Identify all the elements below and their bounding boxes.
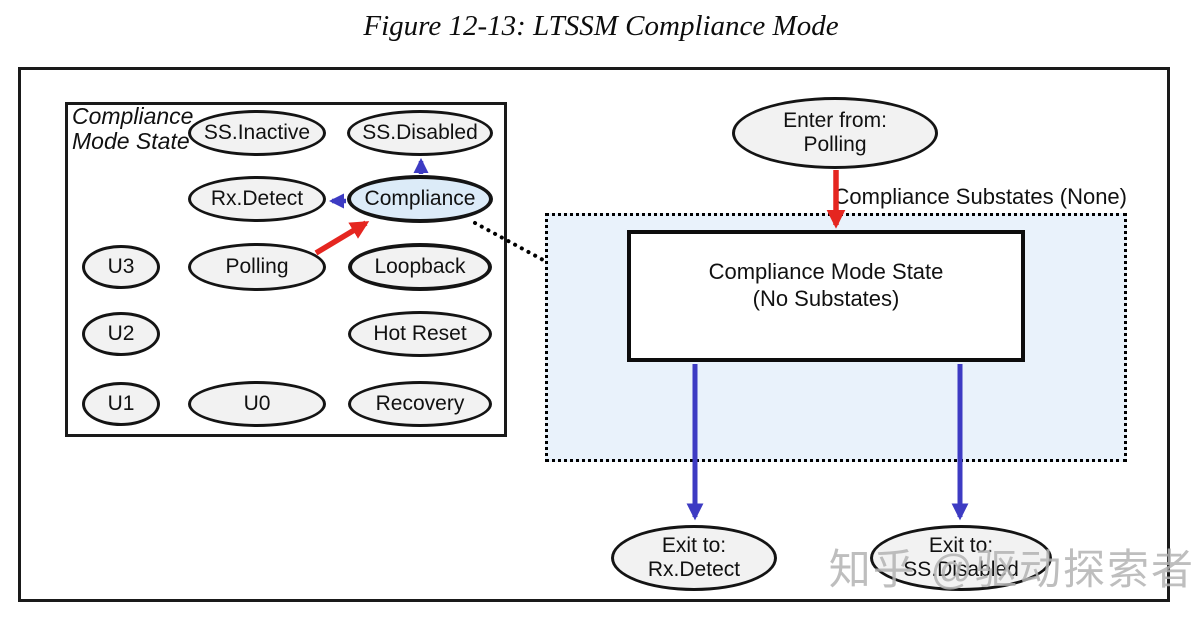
overview-panel-label-line2: Mode State [72, 128, 190, 155]
state-u0: U0 [188, 381, 326, 427]
state-u2: U2 [82, 312, 160, 356]
state-compliance-highlighted: Compliance [347, 175, 493, 223]
exit-ss-line2: SS.Disabled [903, 558, 1019, 581]
state-loopback-label: Loopback [374, 255, 466, 279]
state-rx-detect: Rx.Detect [188, 176, 326, 222]
state-u3: U3 [82, 245, 160, 289]
enter-from-polling-ellipse: Enter from: Polling [732, 97, 938, 169]
state-rx-detect-label: Rx.Detect [210, 187, 304, 211]
state-loopback: Loopback [348, 243, 492, 291]
figure-title: Figure 12-13: LTSSM Compliance Mode [363, 10, 839, 42]
exit-to-ss-disabled-ellipse: Exit to: SS.Disabled [870, 525, 1052, 591]
main-box-line1: Compliance Mode State [708, 258, 944, 284]
state-polling-label: Polling [225, 255, 289, 279]
state-ss-inactive-label: SS.Inactive [203, 121, 311, 145]
enter-ellipse-line2: Polling [803, 133, 867, 156]
state-recovery-label: Recovery [375, 392, 465, 416]
state-ss-inactive: SS.Inactive [188, 110, 326, 156]
exit-rx-line2: Rx.Detect [647, 558, 741, 581]
exit-rx-line1: Exit to: [661, 534, 727, 558]
state-hot-reset: Hot Reset [348, 311, 492, 357]
state-compliance-label: Compliance [364, 187, 476, 211]
state-u2-label: U2 [107, 322, 135, 346]
zhihu-watermark: 知乎 @驱动探索者 [828, 546, 1195, 593]
state-ss-disabled: SS.Disabled [347, 110, 493, 156]
state-recovery: Recovery [348, 381, 492, 427]
compliance-mode-state-box: Compliance Mode State (No Substates) [627, 230, 1025, 362]
state-u1-label: U1 [107, 392, 135, 416]
state-u0-label: U0 [243, 392, 271, 416]
main-box-line2: (No Substates) [752, 286, 900, 311]
state-hot-reset-label: Hot Reset [373, 322, 467, 346]
overview-panel-label: Compliance Mode State [72, 103, 194, 155]
state-u3-label: U3 [107, 255, 135, 279]
state-polling: Polling [188, 243, 326, 291]
enter-ellipse-line1: Enter from: [783, 109, 887, 133]
exit-ss-line1: Exit to: [928, 534, 994, 558]
exit-to-rx-detect-ellipse: Exit to: Rx.Detect [611, 525, 777, 591]
overview-panel-label-line1: Compliance [72, 103, 194, 129]
state-u1: U1 [82, 382, 160, 426]
substates-region-label: Compliance Substates (None) [833, 184, 1127, 209]
state-ss-disabled-label: SS.Disabled [362, 121, 478, 145]
